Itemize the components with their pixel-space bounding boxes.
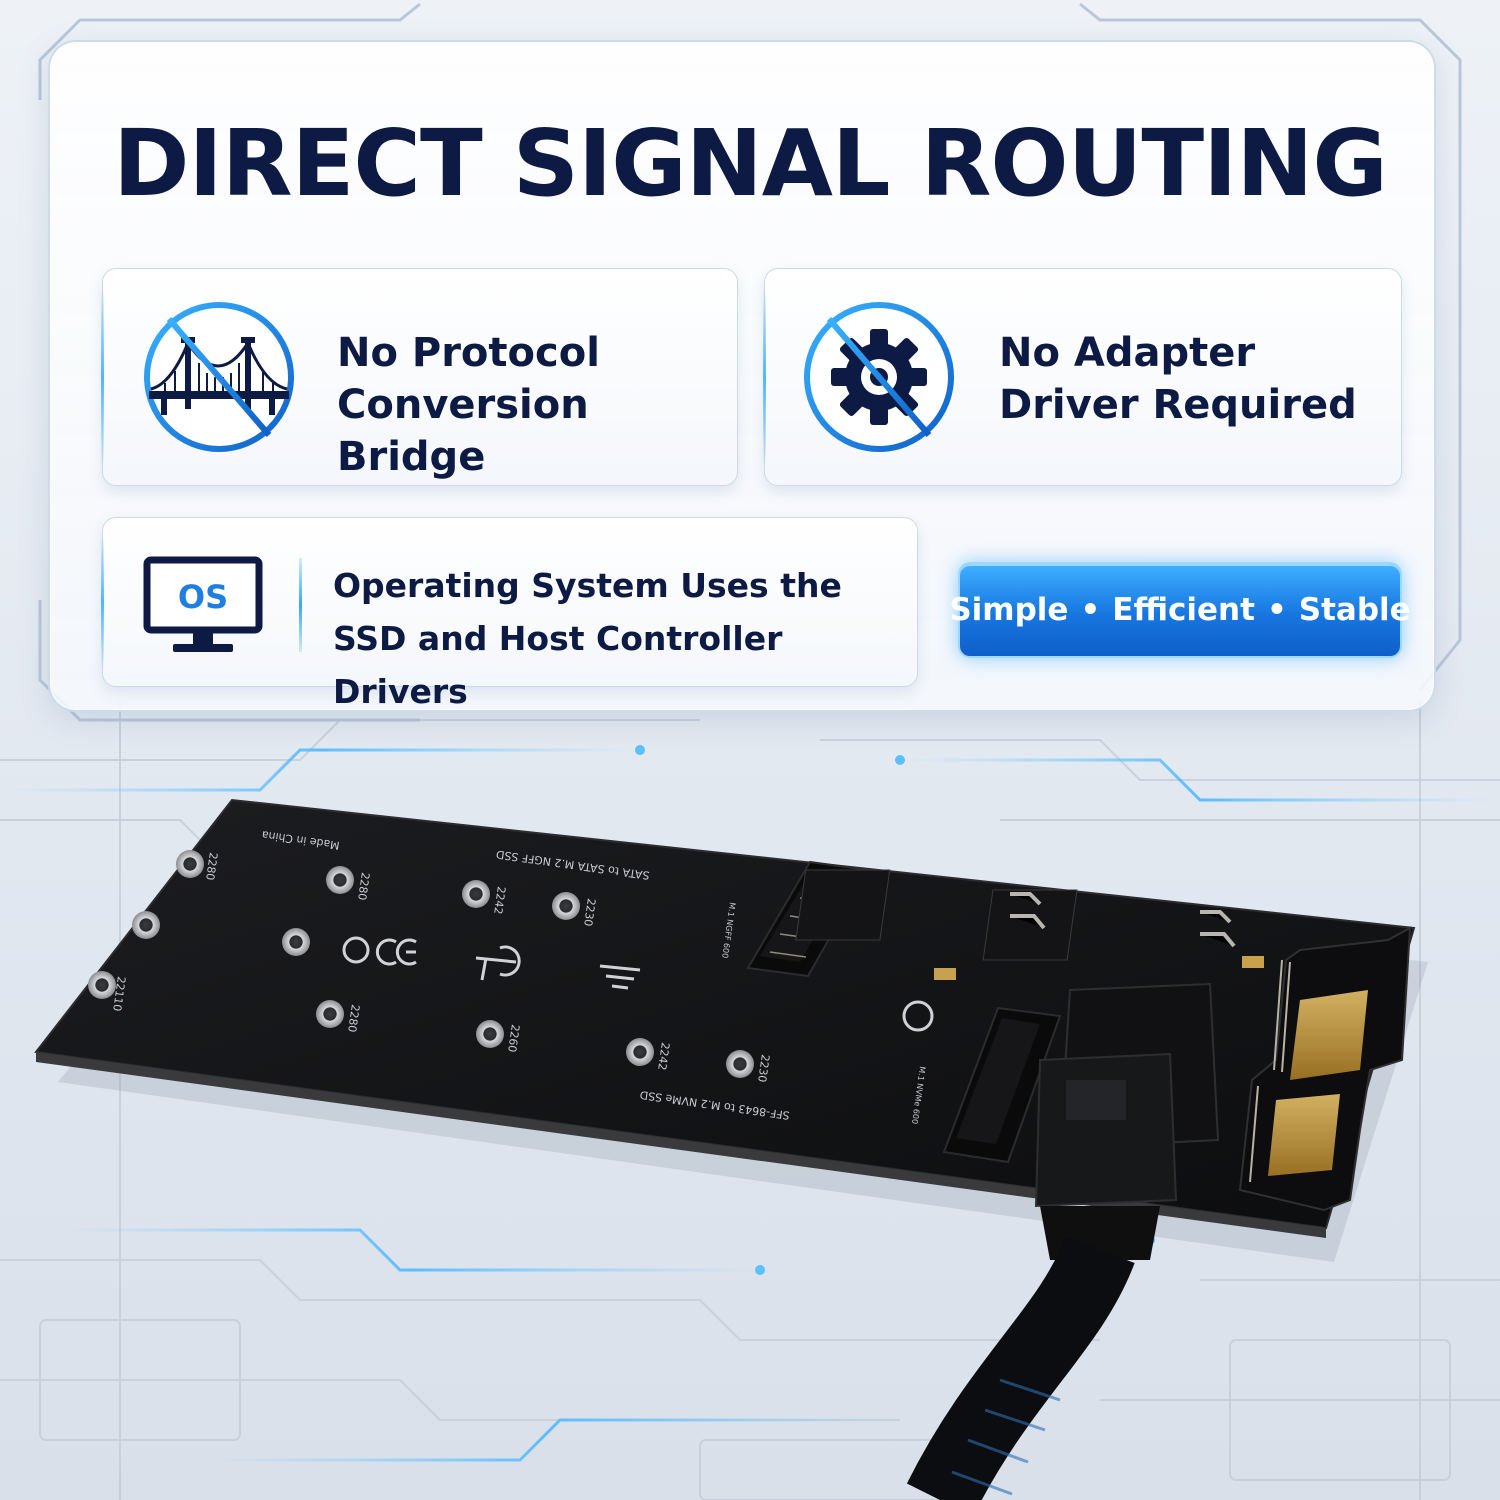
protocol-line2: Conversion Bridge: [337, 382, 589, 480]
driver-line2: Driver Required: [999, 382, 1357, 428]
badge-separator: •: [1266, 592, 1287, 628]
driver-line1: No Adapter: [999, 330, 1256, 376]
monitor-icon: OS: [143, 556, 263, 656]
badge-word-simple: Simple: [949, 592, 1069, 628]
divider: [299, 558, 302, 652]
os-line2: SSD and Host Controller Drivers: [333, 618, 783, 711]
size-label-2230-top: 2230: [581, 898, 598, 928]
feature-card-protocol: No Protocol Conversion Bridge: [101, 268, 738, 486]
protocol-feature-text: No Protocol Conversion Bridge: [337, 327, 737, 483]
crossed-bridge-icon: [141, 299, 297, 455]
mount-holes: [88, 850, 934, 1078]
feature-card-os: OS Operating System Uses the SSD and Hos…: [101, 517, 918, 711]
badge-word-efficient: Efficient: [1112, 592, 1255, 628]
os-icon-label: OS: [178, 578, 228, 616]
badge-word-stable: Stable: [1298, 592, 1411, 628]
headline: DIRECT SIGNAL ROUTING: [113, 110, 1388, 217]
cert-marks: [342, 936, 641, 990]
braided-cable: [906, 1236, 1135, 1500]
size-label-2230-bottom: 2230: [755, 1054, 772, 1084]
os-line1: Operating System Uses the: [333, 566, 842, 605]
size-label-2242-top: 2242: [491, 886, 508, 916]
size-label-2260: 2260: [505, 1024, 522, 1054]
sff-8643-connector: [1034, 982, 1220, 1260]
feature-card-driver: No Adapter Driver Required: [763, 268, 1402, 486]
size-label-2280-bottom: 2280: [345, 1004, 362, 1034]
sata-connector: [1238, 926, 1412, 1212]
driver-feature-text: No Adapter Driver Required: [999, 327, 1357, 431]
size-label-2280-top: 2280: [203, 852, 220, 882]
size-label-2242-bottom: 2242: [655, 1042, 672, 1072]
voltage-regulators: [795, 869, 1264, 980]
os-feature-text: Operating System Uses the SSD and Host C…: [333, 560, 917, 718]
size-label-2280-mid: 2280: [355, 872, 372, 902]
m2-slot-nvme: [942, 1006, 1062, 1164]
badge-separator: •: [1080, 592, 1101, 628]
size-label-22110: 22110: [110, 976, 128, 1012]
crossed-gear-icon: [801, 299, 957, 455]
tagline-badge: Simple • Efficient • Stable: [949, 562, 1411, 658]
protocol-line1: No Protocol: [337, 330, 600, 376]
adapter-board-photo: Made in China SATA to SATA M.2 NGFF SSD …: [34, 798, 1428, 1500]
